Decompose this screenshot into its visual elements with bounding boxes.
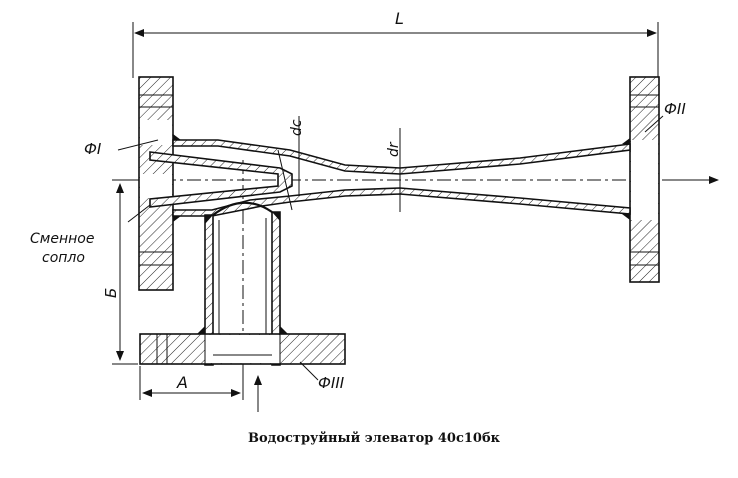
dimension-l: L: [132, 9, 659, 78]
flange-right: [629, 76, 660, 283]
figure-caption: Водоструйный элеватор 40с10бк: [248, 431, 501, 446]
dr-label: dr: [386, 141, 402, 157]
dimension-b: Б: [102, 179, 138, 365]
leader-flange-2: [644, 115, 664, 133]
weld-marks: [173, 134, 630, 334]
body-upper-wall: [172, 139, 631, 175]
dimension-b-label: Б: [102, 288, 120, 298]
nozzle-label-line2: сопло: [42, 250, 85, 266]
replaceable-nozzle: [149, 151, 293, 208]
flange-bottom: [139, 333, 346, 365]
dc-label: dc: [289, 119, 305, 136]
dimension-a: А: [139, 366, 244, 400]
leader-flange-3: [299, 361, 319, 381]
flange-3-label: ФIII: [318, 374, 345, 392]
flange-left: [138, 76, 174, 291]
diameter-marks: dc dr: [289, 116, 402, 212]
leader-nozzle: [127, 204, 151, 223]
flange-2-label: ФII: [664, 100, 686, 118]
nozzle-label-line1: Сменное: [30, 231, 94, 247]
dimension-a-label: А: [176, 373, 188, 392]
flange-1-label: ФI: [84, 140, 102, 158]
leader-flange-1: [117, 139, 159, 151]
dimension-l-label: L: [395, 9, 404, 28]
